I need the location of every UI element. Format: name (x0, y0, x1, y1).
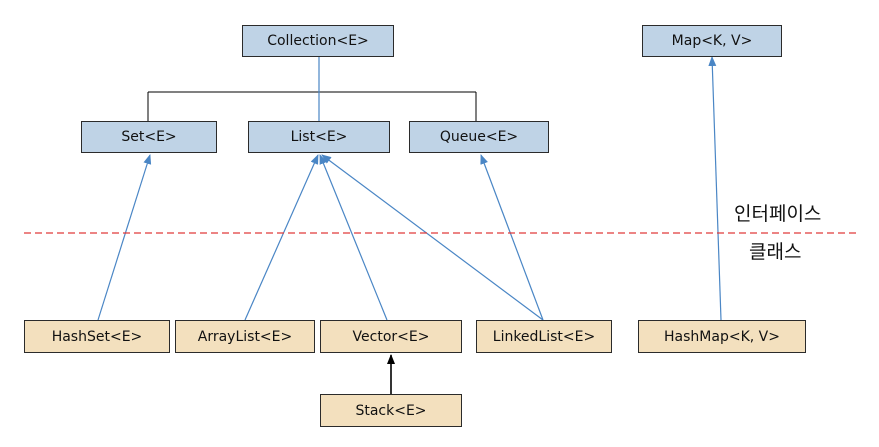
linkedlist-class-box: LinkedList<E> (476, 320, 612, 353)
linkedlist-to-list-arrow (321, 154, 544, 321)
interface-zone-label: 인터페이스 (734, 203, 822, 225)
vector-class-box: Vector<E> (320, 320, 462, 353)
queue-interface-box: Queue<E> (409, 121, 549, 153)
linkedlist-to-queue-arrow (480, 154, 544, 321)
stack-class-box: Stack<E> (320, 394, 462, 427)
hashmap-to-map-arrow (708, 56, 722, 321)
hashset-to-set-arrow (97, 154, 152, 321)
hashmap-class-box: HashMap<K, V> (638, 320, 806, 353)
set-interface-box: Set<E> (81, 121, 217, 153)
arraylist-to-list-arrow (244, 154, 319, 321)
arraylist-class-box: ArrayList<E> (175, 320, 315, 353)
class-zone-label: 클래스 (749, 241, 802, 263)
hashset-class-box: HashSet<E> (24, 320, 170, 353)
map-interface-box: Map<K, V> (642, 25, 782, 57)
vector-to-list-arrow (319, 154, 388, 321)
list-interface-box: List<E> (248, 121, 390, 153)
collection-interface-box: Collection<E> (242, 25, 394, 57)
